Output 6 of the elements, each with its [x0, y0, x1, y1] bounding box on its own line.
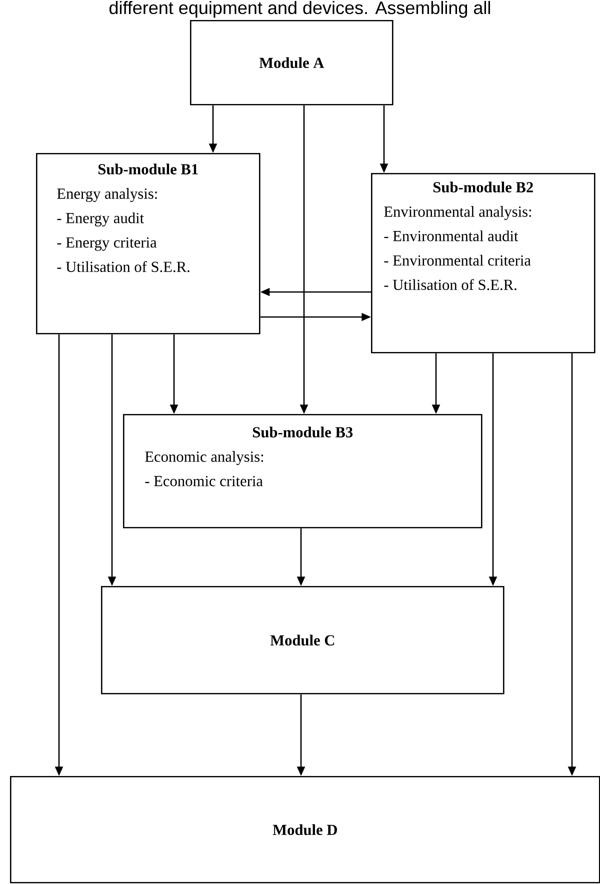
- module-box: Sub-module B3 Economic analysis: - Economic criteria: [123, 414, 482, 528]
- module-box: Module A: [190, 20, 394, 106]
- module-box: Sub-module B1 Energy analysis: - Energy audit - Energy criteria - Utilisation of S.E.R.: [36, 153, 260, 334]
- module-box: Module C: [101, 586, 504, 694]
- module-box: Module D: [10, 776, 600, 884]
- module-box: Sub-module B2 Environmental analysis: - Environmental audit - Environmental criteria - Utilisation of S.E.R.: [371, 173, 596, 354]
